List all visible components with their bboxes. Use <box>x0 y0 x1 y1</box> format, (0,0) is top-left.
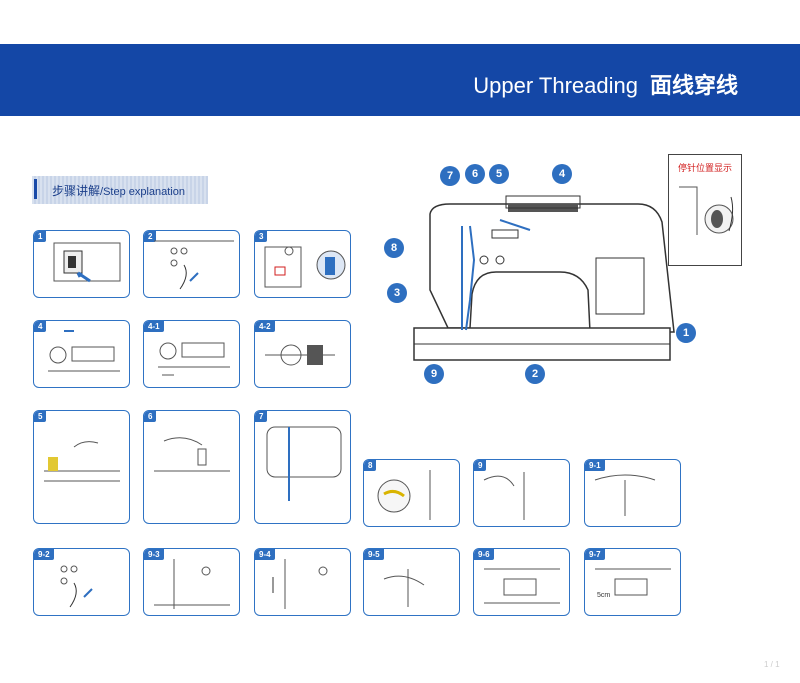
callout-5: 5 <box>489 164 509 184</box>
step-panel-1: 1 <box>33 230 130 298</box>
callout-1: 1 <box>676 323 696 343</box>
step-label: 9 <box>474 460 487 471</box>
step-8-illustration <box>377 470 431 520</box>
inset-title: 停针位置显示 <box>677 164 732 174</box>
step-label: 4-1 <box>144 321 164 332</box>
step-panel-9-4: 9-4 <box>254 548 351 616</box>
callout-8: 8 <box>384 238 404 258</box>
step-panel-8: 8 <box>363 459 460 527</box>
page-footer: 1 / 1 <box>764 660 780 669</box>
step-7-illustration <box>266 426 342 501</box>
step-header-cn: 步骤讲解 <box>52 184 101 198</box>
step-label: 7 <box>255 411 268 422</box>
step-label: 2 <box>144 231 157 242</box>
callout-6: 6 <box>465 164 485 184</box>
step-6-illustration <box>154 437 230 472</box>
page-title-cn: 面线穿线 <box>649 74 738 99</box>
step-panel-9-2: 9-2 <box>33 548 130 616</box>
step-3-illustration <box>264 246 346 288</box>
step-panel-9-5: 9-5 <box>363 548 460 616</box>
step-9-2-illustration <box>60 565 93 608</box>
step-1-illustration <box>53 242 121 283</box>
step-panel-4-2: 4-2 <box>254 320 351 388</box>
step-9-7-illustration: 5cm <box>595 568 671 599</box>
step-5-illustration <box>44 441 120 482</box>
step-panel-3: 3 <box>254 230 351 298</box>
step-panel-7: 7 <box>254 410 351 524</box>
header-highlight <box>32 176 208 204</box>
step-9-6-illustration <box>484 568 560 604</box>
callout-9: 9 <box>424 364 444 384</box>
step-4-1-illustration <box>158 342 230 376</box>
step-panel-9-1: 9-1 <box>584 459 681 527</box>
step-9-5-illustration <box>383 569 425 607</box>
step-panel-6: 6 <box>143 410 240 524</box>
step-panel-5: 5 <box>33 410 130 524</box>
step-label: 4-2 <box>255 321 275 332</box>
step-panel-9-7: 9-7 5cm <box>584 548 681 616</box>
inset-illustration <box>679 186 734 235</box>
callout-2: 2 <box>525 364 545 384</box>
page-title-en: Upper Threading <box>473 73 638 98</box>
step-label: 1 <box>34 231 47 242</box>
step-label: 9-2 <box>34 549 54 560</box>
callout-3: 3 <box>387 283 407 303</box>
step-2-illustration <box>154 240 234 290</box>
step-9-3-illustration <box>154 559 230 609</box>
step-label: 9-5 <box>364 549 384 560</box>
step-panel-9: 9 <box>473 459 570 527</box>
step-panel-9-3: 9-3 <box>143 548 240 616</box>
step-9-illustration <box>483 472 525 520</box>
step-4-2-illustration <box>265 344 335 366</box>
step-9-1-illustration <box>594 474 656 516</box>
step-label: 6 <box>144 411 157 422</box>
step-label: 9-1 <box>585 460 605 471</box>
header-banner: Upper Threading 面线穿线 <box>0 44 800 116</box>
step-panel-4: 4 <box>33 320 130 388</box>
measure-label: 5cm <box>597 592 610 599</box>
callout-7: 7 <box>440 166 460 186</box>
step-label: 9-3 <box>144 549 164 560</box>
step-header-en: /Step explanation <box>100 186 186 198</box>
header-bar <box>34 179 37 199</box>
step-label: 5 <box>34 411 47 422</box>
callout-4: 4 <box>552 164 572 184</box>
sewing-machine-diagram <box>413 195 675 361</box>
step-9-4-illustration <box>272 559 328 609</box>
needle-stop-inset: 停针位置显示 <box>668 154 742 266</box>
step-panel-9-6: 9-6 <box>473 548 570 616</box>
step-label: 3 <box>255 231 268 242</box>
step-label: 4 <box>34 321 47 332</box>
step-label: 9-7 <box>585 549 605 560</box>
step-label: 9-6 <box>474 549 494 560</box>
step-explanation-header: 步骤讲解/Step explanation <box>32 176 208 206</box>
step-label: 9-4 <box>255 549 275 560</box>
step-label: 8 <box>364 460 377 471</box>
step-panel-4-1: 4-1 <box>143 320 240 388</box>
step-panel-2: 2 <box>143 230 240 298</box>
page-title: Upper Threading 面线穿线 <box>473 68 738 100</box>
step-4-illustration <box>48 330 120 372</box>
